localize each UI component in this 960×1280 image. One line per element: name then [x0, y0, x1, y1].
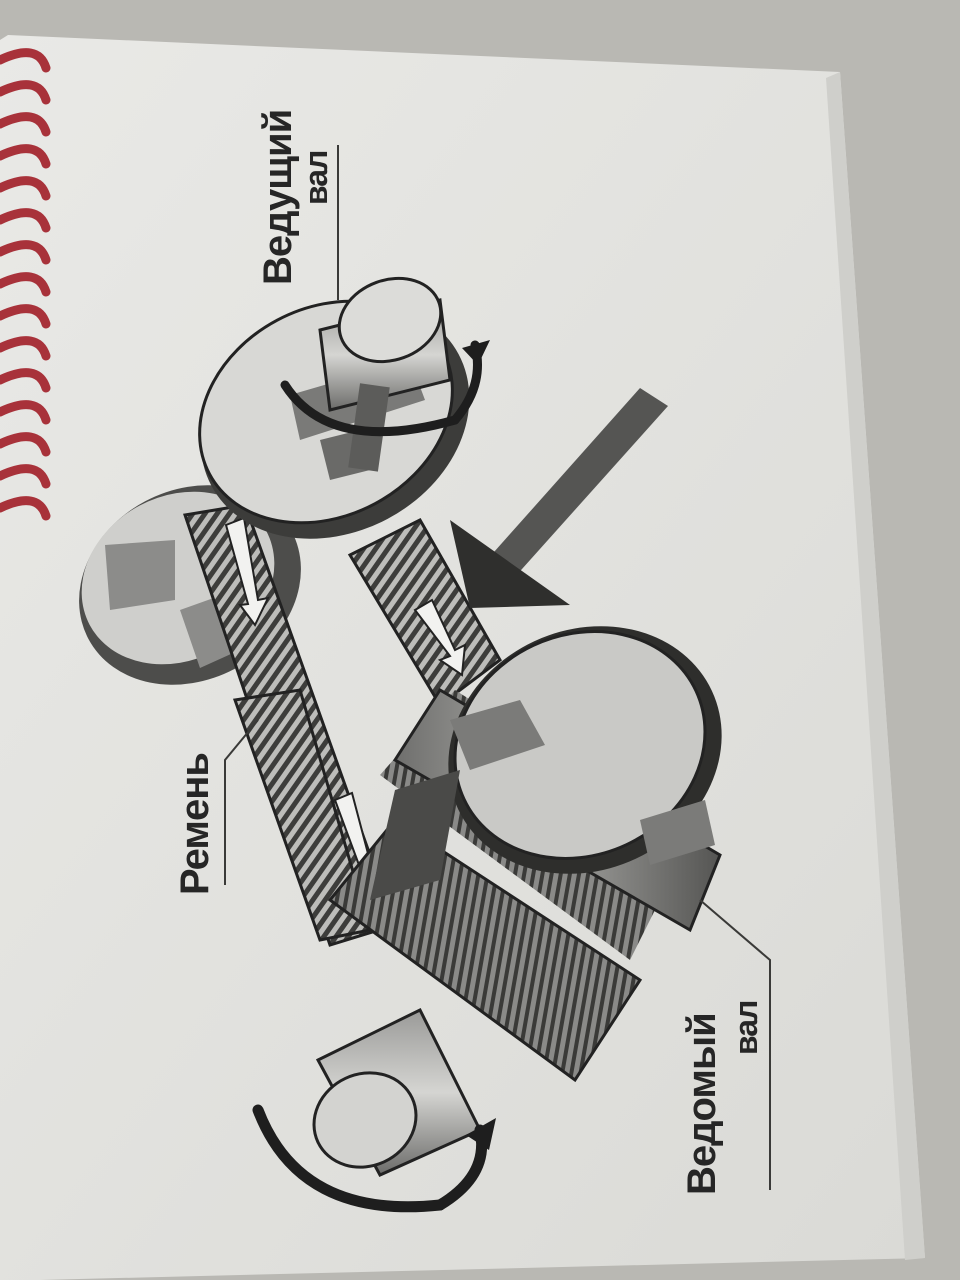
binding-ring	[0, 304, 51, 329]
motion-arrow	[450, 388, 668, 608]
binding-ring	[0, 80, 51, 105]
binding-ring	[0, 48, 51, 73]
driven-shaft-label-line1: Ведомый	[680, 1013, 724, 1195]
drive-shaft-label-line2: вал	[298, 150, 334, 205]
binding-ring	[0, 464, 51, 489]
drive-rotation-arrow	[280, 340, 490, 437]
binding-ring	[0, 336, 51, 361]
driven-shaft	[312, 1007, 483, 1177]
driven-shaft-label-line2: вал	[728, 1000, 764, 1055]
binding-rings	[0, 48, 51, 521]
belt-direction-arrows	[224, 516, 467, 907]
binding-ring	[0, 208, 51, 233]
binding-ring	[0, 144, 51, 169]
drive-shaft-label-line1: Ведущий	[256, 109, 300, 285]
binding-ring	[0, 112, 51, 137]
driven-rotation-arrow	[252, 1104, 496, 1213]
leader-lines	[224, 145, 771, 1190]
binding-ring	[0, 176, 51, 201]
binding-ring	[0, 368, 51, 393]
binding-ring	[0, 496, 51, 521]
binding-ring	[0, 400, 51, 425]
binding-ring	[0, 272, 51, 297]
belt-label: Ремень	[173, 753, 217, 895]
binding-ring	[0, 432, 51, 457]
belt-drive-illustration	[79, 145, 771, 1213]
binding-ring	[0, 240, 51, 265]
driven-pulley	[327, 626, 722, 1083]
